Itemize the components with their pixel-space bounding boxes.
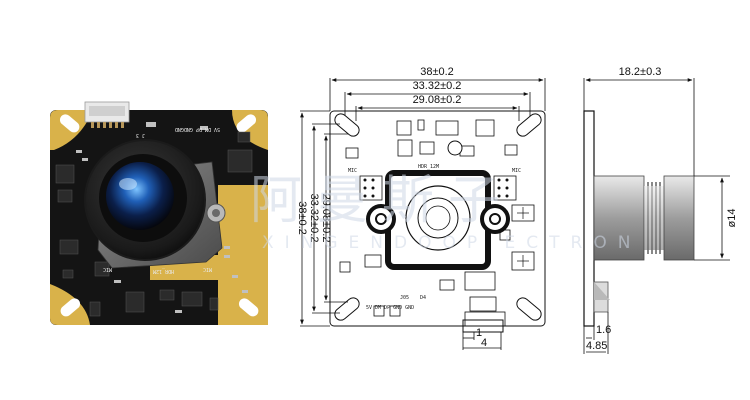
side-lens-barrel xyxy=(663,175,695,261)
chip-resistors xyxy=(76,122,248,313)
side-thread-body xyxy=(644,186,664,250)
crosshair-marks xyxy=(517,207,529,267)
watermark-cn: 阿曼斯子 xyxy=(250,171,514,231)
dim-connector-depth: 4.85 xyxy=(586,340,607,352)
front-silk-mic-right: MIC xyxy=(512,168,521,174)
front-pads xyxy=(363,178,509,198)
side-connector xyxy=(593,281,610,313)
pcb-photo: 5V DM DP GNDGND J 3 MIC MIC HDR_12M xyxy=(50,101,268,325)
side-holder xyxy=(593,175,645,261)
dim-connector-1: 1 xyxy=(476,327,482,339)
dim-width-mid: 33.32±0.2 xyxy=(413,80,462,92)
front-mount-slots xyxy=(334,113,542,321)
connector-dimensions xyxy=(462,332,502,350)
silk-hdr-label: HDR_12M xyxy=(153,268,174,274)
dim-width-outer: 38±0.2 xyxy=(420,66,454,78)
dim-connector-4: 4 xyxy=(481,337,487,349)
silk-mic-left: MIC xyxy=(103,266,112,272)
watermark-en: XINGENDOOP ECTRON xyxy=(262,233,641,253)
board-outline xyxy=(329,110,546,327)
width-dimensions xyxy=(329,78,546,121)
front-silk-connector: 5V DM DP GND GND xyxy=(366,305,414,311)
silk-top-label: 5V DM DP GNDGND xyxy=(175,126,220,132)
lens-assembly xyxy=(84,139,226,269)
front-capacitor xyxy=(447,140,463,156)
side-dimensions xyxy=(583,78,730,354)
usb-connector xyxy=(84,101,130,128)
dim-depth: 18.2±0.3 xyxy=(619,66,662,78)
dim-height-outer: 38±0.2 xyxy=(296,201,308,235)
mounting-slots xyxy=(59,114,259,317)
front-components xyxy=(339,119,535,327)
dim-lens-diameter: ø14 xyxy=(726,209,738,228)
silk-j3-label: J 3 xyxy=(136,132,145,138)
front-silk-d4: D4 xyxy=(420,295,426,301)
watermark: 阿曼斯子 XINGENDOOP ECTRON xyxy=(250,171,641,253)
front-silk-mic-left: MIC xyxy=(348,168,357,174)
height-dimensions xyxy=(300,110,348,327)
silk-mic-right: MIC xyxy=(203,266,212,272)
dim-height-mid: 33.32±0.2 xyxy=(308,194,320,243)
front-silk-jd: J05 xyxy=(400,295,409,301)
side-pcb xyxy=(583,110,595,327)
dim-board-thickness: 1.6 xyxy=(596,324,611,336)
front-lens-holder xyxy=(366,170,510,270)
side-view-drawing xyxy=(583,78,730,354)
dim-width-inner: 29.08±0.2 xyxy=(413,94,462,106)
front-silk-hdr: HDR_12M xyxy=(418,164,439,170)
front-view-drawing xyxy=(300,78,546,350)
front-connector xyxy=(462,319,504,333)
smd-components xyxy=(55,131,253,317)
dim-height-inner: 29.08±0.2 xyxy=(320,194,332,243)
